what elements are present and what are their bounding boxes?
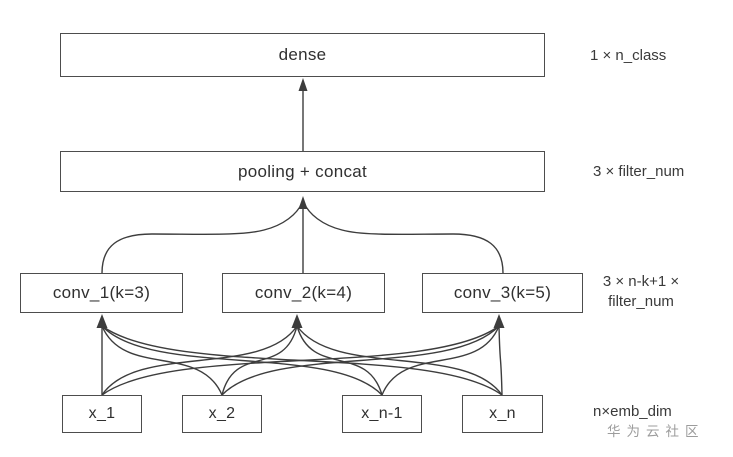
huawei-cloud-watermark: 华为云社区 — [607, 424, 705, 439]
input-to-conv3-arrows — [101, 314, 505, 396]
input-box-x2: x_2 — [182, 395, 262, 433]
input-box-x1: x_1 — [62, 395, 142, 433]
conv2-layer-box: conv_2(k=4) — [222, 273, 385, 313]
conv-to-pooling-arrows — [101, 196, 504, 274]
conv3-layer-box: conv_3(k=5) — [422, 273, 583, 313]
conv1-layer-box: conv_1(k=3) — [20, 273, 183, 313]
pooling-concat-layer-box: pooling + concat — [60, 151, 545, 192]
input-box-xn: x_n — [462, 395, 543, 433]
conv-dimension-line2: filter_num — [608, 293, 674, 310]
pooling-to-dense-arrow — [298, 78, 308, 151]
conv-dimension-label: 3 × n-k+1 × filter_num — [590, 272, 692, 312]
pooling-dimension-label: 3 × filter_num — [593, 163, 685, 180]
dense-dimension-label: 1 × n_class — [590, 47, 667, 64]
input-box-xn-1: x_n-1 — [342, 395, 422, 433]
dense-layer-box: dense — [60, 33, 545, 77]
conv-dimension-line1: 3 × n-k+1 × — [602, 273, 680, 290]
input-to-conv2-arrows — [101, 314, 503, 396]
input-dimension-label: n×emb_dim — [593, 403, 672, 420]
